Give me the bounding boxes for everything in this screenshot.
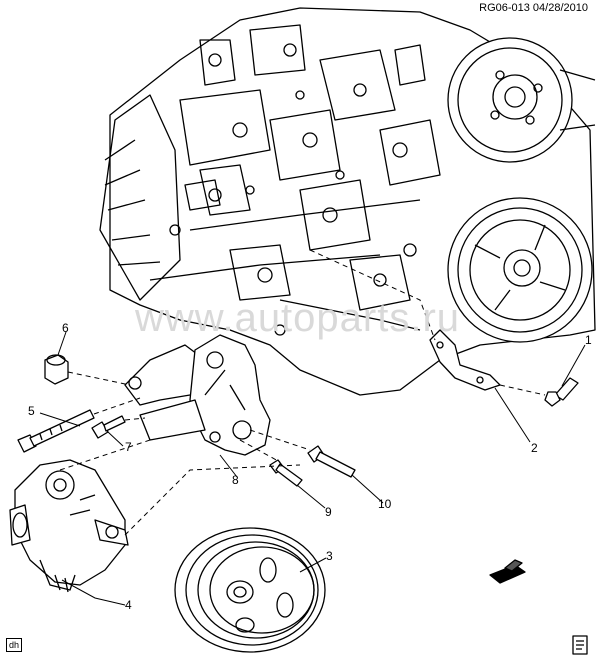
callout-8: 8 [232,473,239,487]
power-steering-pump-icon [9,459,129,593]
bolt-icon [307,445,356,478]
bolt-icon [17,409,95,453]
mounting-bracket-icon [429,329,501,391]
mounting-bracket-icon [124,334,271,456]
callout-1: 1 [585,333,592,347]
pulley-icon [447,37,596,163]
bolt-icon [44,354,69,385]
pulley-icon [174,527,326,653]
footer-tag: dh [6,638,23,652]
bolt-icon [269,459,303,487]
connector-icon [489,559,526,584]
callout-2: 2 [531,441,538,455]
callout-6: 6 [62,321,69,335]
bolt-icon [544,377,579,407]
bolt-icon [91,415,126,439]
callout-7: 7 [125,440,132,454]
callout-3: 3 [326,549,333,563]
callout-5: 5 [28,404,35,418]
leader-lines [39,331,586,606]
pulley-icon [447,197,593,343]
assembly-lines [59,249,546,536]
diagram-code: RG06-013 04/28/2010 [479,2,588,14]
page-icon [572,635,588,655]
callout-4: 4 [125,598,132,612]
callout-10: 10 [378,497,392,511]
watermark: www.autoparts.ru [135,296,461,340]
callout-9: 9 [325,505,332,519]
